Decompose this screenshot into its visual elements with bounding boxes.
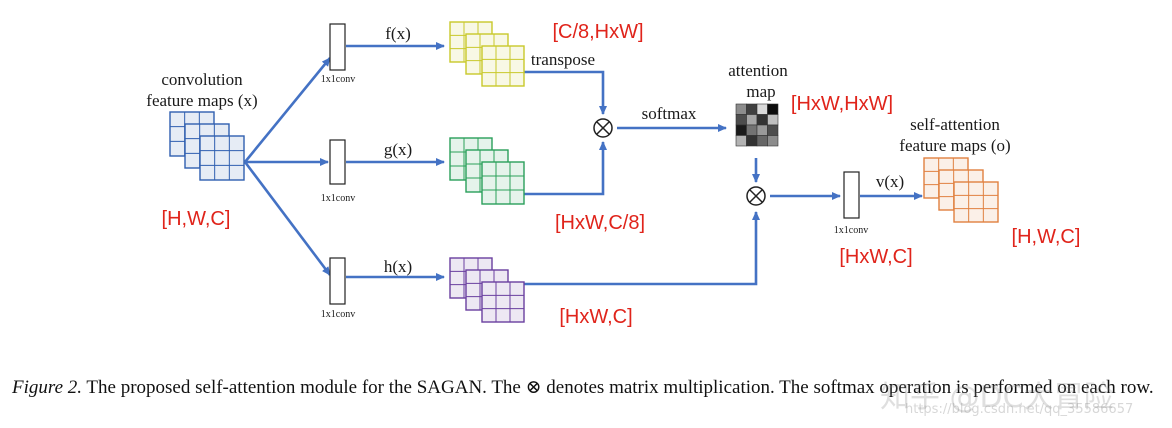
dim-v-label: [HxW,C] bbox=[839, 246, 912, 268]
input-map-3 bbox=[199, 135, 245, 181]
conv-block-g bbox=[329, 139, 346, 185]
arrow-x-to-hconv bbox=[243, 161, 332, 276]
attention-cell bbox=[767, 135, 779, 147]
attention-cell bbox=[735, 124, 747, 136]
conv-block-f bbox=[329, 23, 346, 71]
arrow-h-to-mult2 bbox=[524, 211, 760, 286]
caption-label: Figure 2. bbox=[12, 377, 83, 398]
multiply-node-2 bbox=[746, 186, 766, 206]
attention-map bbox=[735, 103, 779, 147]
conv-label-v: 1x1conv bbox=[834, 225, 868, 236]
attention-cell bbox=[767, 103, 779, 115]
attention-cell bbox=[735, 114, 747, 126]
dim-att-label: [HxW,HxW] bbox=[791, 93, 893, 115]
transpose-label: transpose bbox=[531, 50, 595, 69]
output-feature-maps bbox=[923, 157, 999, 223]
attention-label-line2: map bbox=[746, 82, 775, 101]
dim-f-label: [C/8,HxW] bbox=[552, 21, 643, 43]
attention-cell bbox=[756, 124, 768, 136]
attention-cell bbox=[756, 114, 768, 126]
conv-label-h: 1x1conv bbox=[321, 309, 355, 320]
conv-label-g: 1x1conv bbox=[321, 193, 355, 204]
attention-cell bbox=[756, 103, 768, 115]
arrow-f-transpose-to-mult bbox=[524, 70, 607, 115]
softmax-label: softmax bbox=[642, 104, 697, 123]
arrows bbox=[243, 42, 923, 286]
attention-cell bbox=[735, 135, 747, 147]
watermark-main: 知乎 @DC大冒险 bbox=[880, 380, 1114, 415]
dim-g-label: [HxW,C/8] bbox=[555, 212, 645, 234]
dim-out-label: [H,W,C] bbox=[1012, 226, 1081, 248]
input-feature-maps bbox=[169, 111, 245, 181]
attention-cell bbox=[746, 114, 758, 126]
f-feature-maps bbox=[449, 21, 525, 87]
attention-cell bbox=[756, 135, 768, 147]
input-dim-label: [H,W,C] bbox=[162, 208, 231, 230]
f-map-3 bbox=[481, 45, 525, 87]
g-feature-maps bbox=[449, 137, 525, 205]
hx-label: h(x) bbox=[384, 257, 412, 276]
output-map-3 bbox=[953, 181, 999, 223]
fx-label: f(x) bbox=[385, 24, 410, 43]
conv-block-h bbox=[329, 257, 346, 305]
arrow-g-to-mult bbox=[524, 141, 607, 196]
caption-text: The proposed self-attention module for t… bbox=[82, 377, 1154, 398]
h-map-3 bbox=[481, 281, 525, 323]
arrow-x-to-fconv bbox=[243, 57, 332, 163]
attention-cell bbox=[746, 103, 758, 115]
gx-label: g(x) bbox=[384, 140, 412, 159]
output-label-line2: feature maps (o) bbox=[899, 136, 1010, 155]
conv-label-f: 1x1conv bbox=[321, 74, 355, 85]
attention-cell bbox=[767, 124, 779, 136]
input-label-line2: feature maps (x) bbox=[146, 91, 257, 110]
vx-label: v(x) bbox=[876, 172, 904, 191]
attention-cell bbox=[735, 103, 747, 115]
h-feature-maps bbox=[449, 257, 525, 323]
figure-caption: Figure 2. The proposed self-attention mo… bbox=[12, 374, 1162, 402]
watermark-url: https://blog.csdn.net/qq_35586657 bbox=[905, 402, 1134, 417]
input-label-line1: convolution bbox=[161, 70, 243, 89]
attention-label-line1: attention bbox=[728, 61, 788, 80]
multiply-node-1 bbox=[593, 118, 613, 138]
attention-cell bbox=[746, 124, 758, 136]
output-label-line1: self-attention bbox=[910, 115, 1000, 134]
attention-cell bbox=[746, 135, 758, 147]
g-map-3 bbox=[481, 161, 525, 205]
attention-cell bbox=[767, 114, 779, 126]
dim-h-label: [HxW,C] bbox=[559, 306, 632, 328]
conv-block-v bbox=[843, 171, 860, 219]
